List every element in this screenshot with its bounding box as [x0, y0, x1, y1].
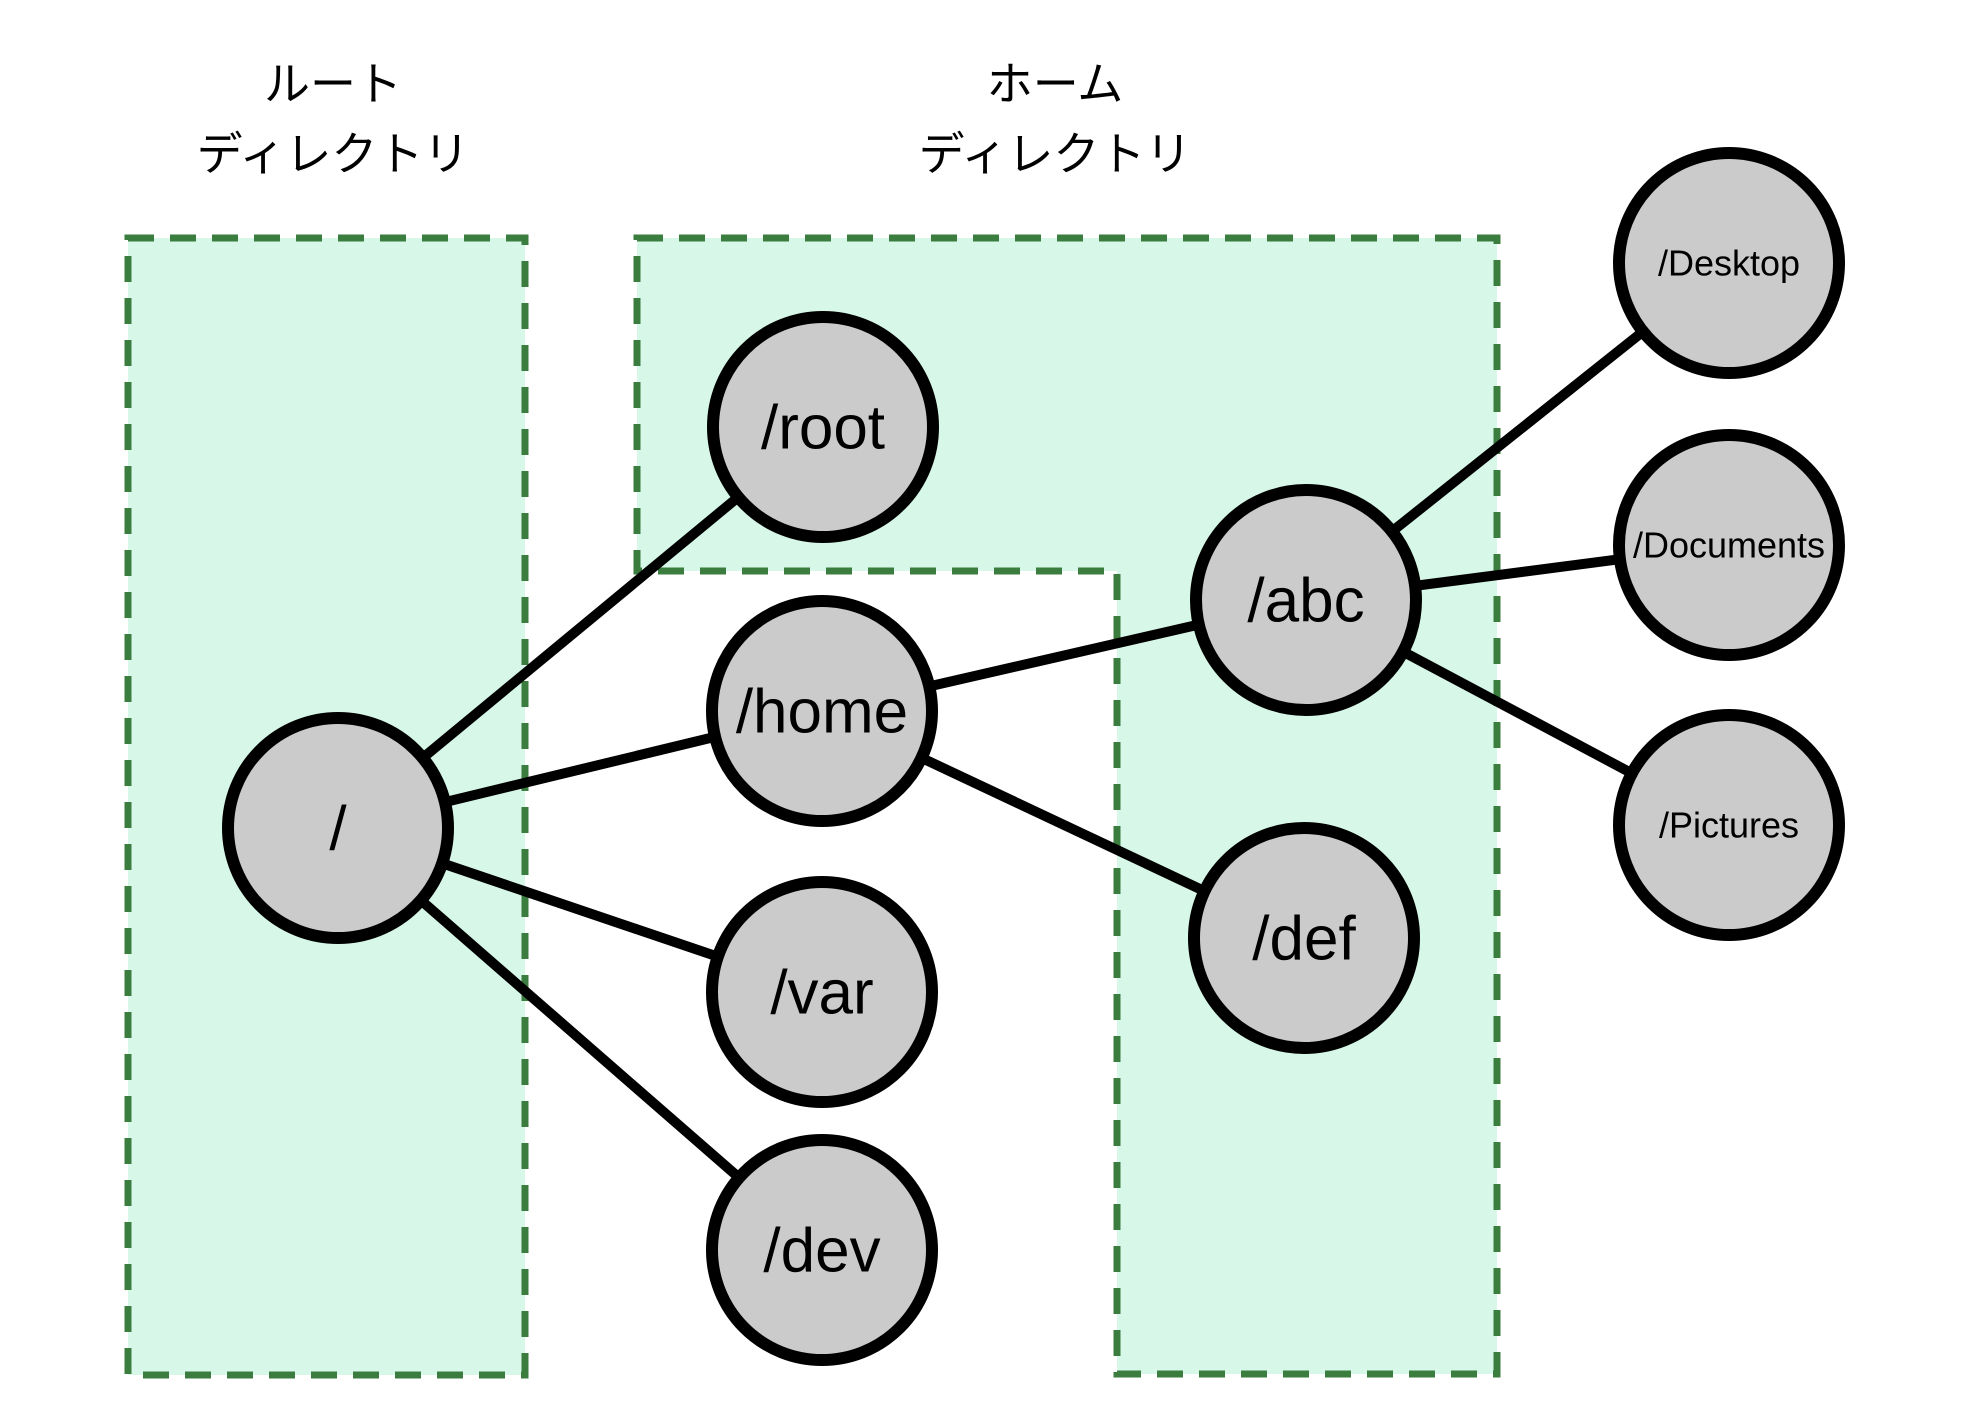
node-dev-circle [706, 1134, 938, 1366]
node-pictures-label: /Pictures [1659, 805, 1799, 846]
node-var-label: /var [770, 959, 873, 1028]
node-root-circle [222, 712, 454, 944]
node-root: / [222, 712, 454, 944]
node-desktop-label: /Desktop [1658, 243, 1800, 284]
nodes: / /root /home /var /dev /abc /def [222, 147, 1845, 1366]
node-def-label: /def [1252, 905, 1356, 974]
node-desktop: /Desktop [1613, 147, 1845, 379]
node-abc-circle [1190, 484, 1422, 716]
node-var: /var [706, 876, 938, 1108]
node-pictures: /Pictures [1613, 709, 1845, 941]
root-directory-caption-line2: ディレクトリ [197, 128, 470, 180]
node-documents-circle [1613, 429, 1845, 661]
node-documents-label: /Documents [1633, 525, 1825, 566]
node-desktop-circle [1613, 147, 1845, 379]
root-directory-caption-line1: ルート [264, 58, 402, 110]
node-pictures-circle [1613, 709, 1845, 941]
node-abc: /abc [1190, 484, 1422, 716]
node-slashroot: /root [707, 311, 939, 543]
node-var-circle [706, 876, 938, 1108]
node-dev-label: /dev [763, 1217, 880, 1286]
node-def: /def [1188, 822, 1420, 1054]
node-slashroot-label: /root [761, 394, 885, 463]
node-documents: /Documents [1613, 429, 1845, 661]
home-directory-caption-line1: ホーム [987, 58, 1124, 110]
home-directory-caption-line2: ディレクトリ [919, 128, 1192, 180]
node-abc-label: /abc [1247, 567, 1364, 636]
node-dev: /dev [706, 1134, 938, 1366]
node-home-label: /home [736, 678, 908, 747]
node-home-circle [706, 595, 938, 827]
region-captions: ルート ディレクトリ ホーム ディレクトリ [197, 58, 1192, 180]
node-home: /home [706, 595, 938, 827]
node-root-label: / [329, 795, 347, 864]
node-def-circle [1188, 822, 1420, 1054]
node-slashroot-circle [707, 311, 939, 543]
